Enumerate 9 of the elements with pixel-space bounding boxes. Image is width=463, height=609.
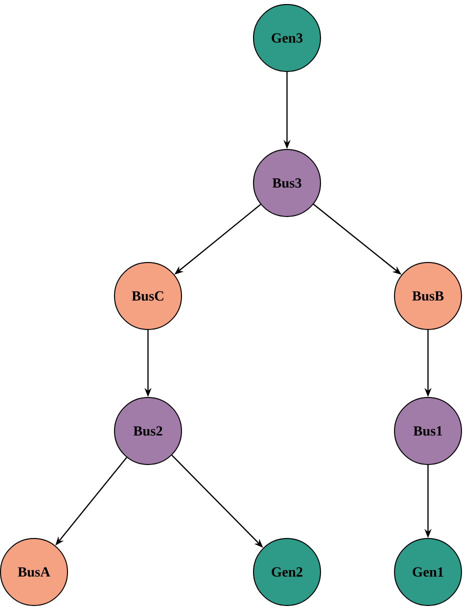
generator-node: Gen1 [394, 538, 462, 606]
generator-node: Gen2 [253, 538, 321, 606]
bus-node: Bus3 [253, 149, 321, 217]
bus-node: BusA [0, 538, 68, 606]
bus-node: Bus1 [394, 397, 462, 465]
bus-node: BusC [114, 262, 182, 330]
generator-node: Gen3 [253, 4, 321, 72]
bus-node: Bus2 [114, 397, 182, 465]
bus-node: BusB [394, 262, 462, 330]
